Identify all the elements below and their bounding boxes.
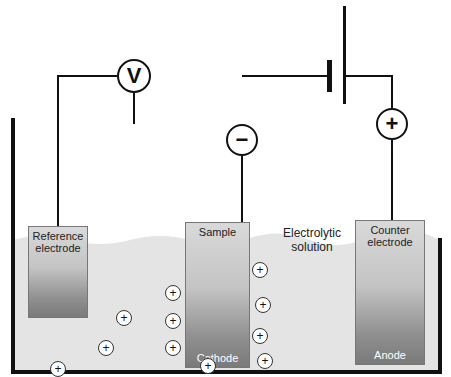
wire [133, 93, 135, 124]
voltmeter-circle: V [117, 59, 151, 93]
counter-electrode: Counter electrodeAnode [355, 220, 425, 365]
polarity-label: Cathode [186, 352, 249, 364]
ion-symbol: + [165, 313, 181, 329]
ion-symbol: + [252, 328, 268, 344]
ion-symbol: + [255, 297, 271, 313]
ion-symbol: + [252, 262, 268, 278]
node-label: V [127, 63, 142, 89]
sample-electrode: SampleCathode [185, 222, 250, 368]
ion-symbol: + [165, 340, 181, 356]
node-label: Reference electrode [29, 227, 87, 257]
battery-short-plate [327, 60, 332, 92]
plus-terminal: + [376, 108, 408, 140]
node-label: + [386, 111, 399, 137]
polarity-label: Anode [356, 349, 424, 361]
wire [391, 140, 393, 220]
node-label: Sample [186, 223, 249, 241]
ion-symbol: + [200, 358, 216, 374]
ion-symbol: + [257, 353, 273, 369]
ion-symbol: + [116, 310, 132, 326]
wire [241, 156, 243, 222]
node-label: Counter electrode [356, 221, 424, 251]
node-label: − [236, 127, 249, 153]
solution-label: Electrolytic solution [272, 226, 352, 254]
ion-symbol: + [98, 340, 114, 356]
reference-electrode: Reference electrode [28, 226, 88, 318]
ion-symbol: + [165, 285, 181, 301]
tank-wall [13, 118, 440, 372]
battery-wire [242, 76, 392, 108]
battery-long-plate [343, 6, 346, 104]
wire [58, 76, 117, 226]
ion-symbol: + [50, 361, 66, 377]
minus-terminal: − [226, 124, 258, 156]
